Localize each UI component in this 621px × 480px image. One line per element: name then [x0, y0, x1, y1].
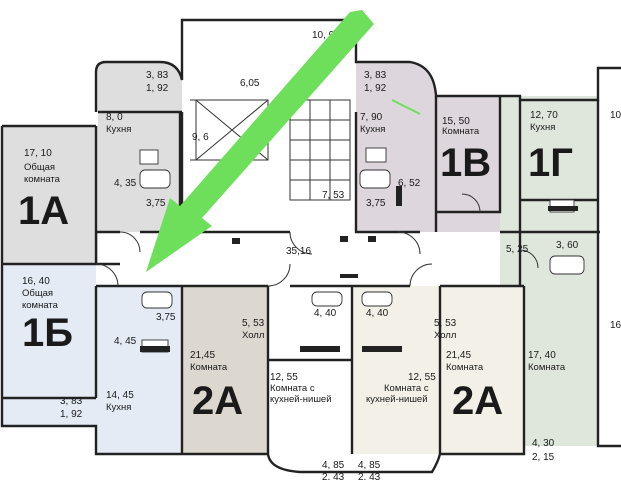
unit-2a-left-fill [182, 286, 268, 454]
unit-1b-label: 1Б [22, 311, 73, 355]
hall-1g: 5, 25 [506, 244, 529, 255]
edge-top-right: 10 [610, 110, 621, 121]
kitchen-1b-area: 14, 45 [106, 390, 134, 401]
kitchen-top-left-name: Кухня [106, 124, 131, 135]
unit-1g-room-name: Комната [528, 362, 566, 373]
unit-1a-label: 1А [18, 189, 69, 233]
unit-1a-room-line2: комната [24, 174, 61, 185]
lift-area: 6,05 [240, 78, 260, 89]
unit-2a-left-room-area: 21,45 [190, 350, 215, 361]
bottom-right-a: 4, 30 [532, 438, 555, 449]
kn-left-line2: кухней-нишей [270, 394, 332, 405]
kitchen-1v-area: 7, 90 [360, 112, 383, 123]
kitchen-1v-name: Кухня [360, 124, 385, 135]
kitchen-1b-name: Кухня [106, 402, 131, 413]
unit-2a-right-fill [352, 286, 524, 454]
unit-1g-kitchen-area: 12, 70 [530, 110, 558, 121]
bath-1v: 3,75 [366, 198, 386, 209]
stair-area: 9, 6 [192, 132, 209, 143]
balcony-top-right-a: 3, 83 [364, 70, 387, 81]
unit-1g-room-area: 17, 40 [528, 350, 556, 361]
balcony-top-right-b: 1, 92 [364, 83, 387, 94]
unit-2a-left-room-name: Комната [190, 362, 228, 373]
loggia-right-b: 2, 43 [358, 472, 381, 480]
hall-2a-left-area: 5, 53 [242, 318, 265, 329]
kitchen-1b-fill [96, 286, 182, 454]
hall-2a-right-area: 5, 53 [434, 318, 457, 329]
bath-1g: 3, 60 [556, 240, 579, 251]
hall-1b: 4, 45 [114, 336, 137, 347]
unit-1b-room-line2: комната [22, 300, 59, 311]
balcony-bottom-left-fill [2, 398, 96, 426]
loggia-right-a: 4, 85 [358, 460, 381, 471]
unit-1g-label: 1Г [528, 141, 573, 185]
unit-2a-right-room-area: 21,45 [446, 350, 471, 361]
kn-right-line2: кухней-нишей [366, 394, 428, 405]
hall-2a-right-name: Холл [434, 330, 456, 341]
bottom-right-b: 2, 15 [532, 452, 555, 463]
unit-1v-room-name: Комната [442, 126, 480, 137]
small-green-line [391, 99, 421, 115]
outer-wall-right [596, 100, 621, 448]
balcony-top-left-a: 3, 83 [146, 70, 169, 81]
unit-1b-fill [2, 264, 96, 398]
balcony-bottom-left-b: 1, 92 [60, 409, 83, 420]
hall-2a-left-name: Холл [242, 330, 264, 341]
outer-wall-left-side [0, 126, 268, 456]
kn-left-line1: Комната с [270, 383, 315, 394]
pointer-arrow-icon [146, 10, 374, 272]
bath-2a-left: 4, 40 [314, 308, 337, 319]
unit-1v-fill [356, 96, 520, 232]
edge-mid-right: 16 [610, 320, 621, 331]
unit-2a-right-label: 2А [452, 379, 503, 423]
unit-1v-room-area: 15, 50 [442, 116, 470, 127]
kn-right-area: 12, 55 [408, 372, 436, 383]
corridor: 35,16 [286, 246, 311, 257]
unit-1a-fill [2, 126, 98, 264]
top-area: 10, 90 [312, 30, 340, 41]
bath-1a: 3,75 [146, 198, 166, 209]
balcony-top-left-fill [96, 62, 182, 112]
loggia-left-a: 4, 85 [322, 460, 345, 471]
hall-1a: 4, 35 [114, 178, 137, 189]
unit-1g-kitchen-name: Кухня [530, 122, 555, 133]
door-swings [95, 193, 539, 287]
kn-right-line1: Комната с [384, 383, 429, 394]
bath-1b: 3,75 [156, 312, 176, 323]
unit-1a-room-line1: Общая [24, 162, 55, 173]
kn-left-area: 12, 55 [270, 372, 298, 383]
unit-1a-room-area: 17, 10 [24, 148, 52, 159]
bath-2a-right: 4, 40 [366, 308, 389, 319]
outer-wall-bottom [266, 286, 526, 474]
kitchen-top-left-area: 8, 0 [106, 112, 123, 123]
hall-1v: 6, 52 [398, 178, 421, 189]
unit-1b-room-area: 16, 40 [22, 276, 50, 287]
outer-wall-left [2, 18, 621, 128]
unit-2a-left-label: 2А [192, 379, 243, 423]
loggia-left-b: 2, 43 [322, 472, 345, 480]
fixtures [139, 147, 585, 353]
unit-1b-room-line1: Общая [22, 288, 53, 299]
unit-1v-label: 1В [440, 141, 491, 185]
stair-lobby: 7, 53 [322, 190, 345, 201]
balcony-top-left-b: 1, 92 [146, 83, 169, 94]
unit-2a-right-room-name: Комната [446, 362, 484, 373]
balcony-bottom-left-a: 3, 83 [60, 396, 83, 407]
